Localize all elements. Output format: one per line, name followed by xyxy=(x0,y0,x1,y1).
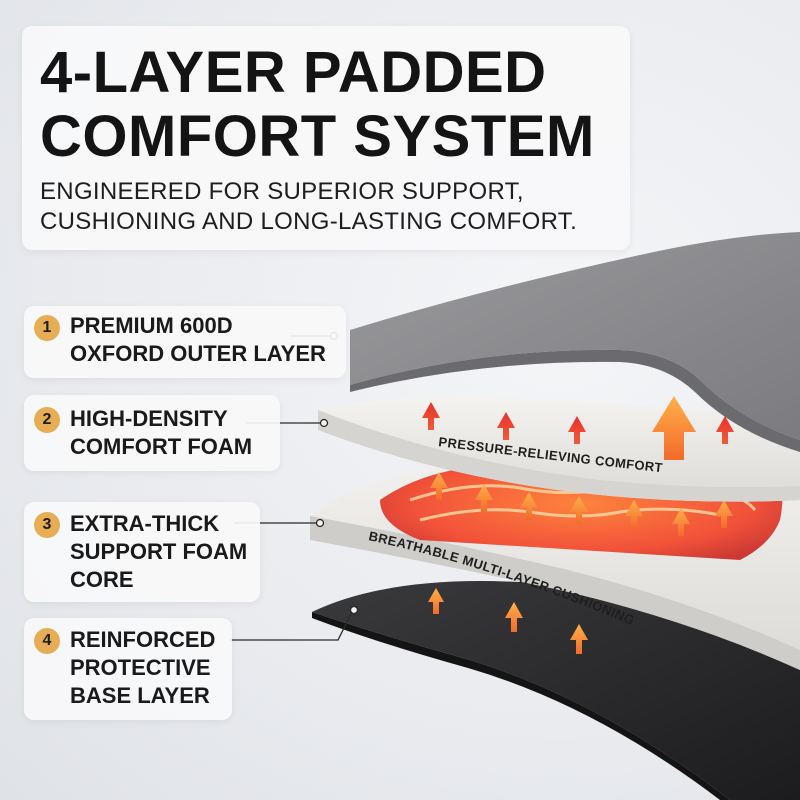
layer-4-card: 4 REINFORCED PROTECTIVE BASE LAYER xyxy=(24,618,232,720)
layer-3-label-line-2: SUPPORT FOAM xyxy=(70,539,248,564)
layer-3-label-line-3: CORE xyxy=(70,567,134,592)
layer-4-label-line-3: BASE LAYER xyxy=(70,683,210,708)
layer-1-label-line-2: OXFORD OUTER LAYER xyxy=(70,341,326,366)
layer-4-label-line-2: PROTECTIVE xyxy=(70,655,211,680)
layer-2-label-line-1: HIGH-DENSITY xyxy=(70,406,228,431)
base-layer xyxy=(312,581,800,800)
layer-1-badge: 1 xyxy=(34,315,60,341)
layer-3-label-line-1: EXTRA-THICK xyxy=(70,511,220,536)
layer-1-card: 1 PREMIUM 600D OXFORD OUTER LAYER xyxy=(24,306,346,378)
layer-2-badge: 2 xyxy=(34,407,60,433)
layer-3-badge: 3 xyxy=(34,512,60,538)
layer-2-card: 2 HIGH-DENSITY COMFORT FOAM xyxy=(24,395,280,471)
header-card xyxy=(22,26,630,250)
core-heat-arrows xyxy=(430,472,733,536)
layer-1-label-line-1: PREMIUM 600D xyxy=(70,313,233,338)
subtitle-line-1: ENGINEERED FOR SUPERIOR SUPPORT, xyxy=(40,178,524,205)
page-title-line-1: 4-LAYER PADDED xyxy=(40,40,547,105)
subtitle-line-2: CUSHIONING AND LONG-LASTING COMFORT. xyxy=(40,208,578,235)
layer-4-label-line-1: REINFORCED xyxy=(70,627,216,652)
layer-3-card: 3 EXTRA-THICK SUPPORT FOAM CORE xyxy=(24,502,260,602)
base-heat-arrows xyxy=(428,588,588,654)
layer-2-label-line-2: COMFORT FOAM xyxy=(70,434,253,459)
page-title-line-2: COMFORT SYSTEM xyxy=(40,104,595,169)
large-heat-arrow xyxy=(652,396,696,460)
layer-4-badge: 4 xyxy=(34,628,60,654)
oxford-outer-layer xyxy=(350,232,800,440)
foam-pressure-arrows xyxy=(422,402,734,444)
